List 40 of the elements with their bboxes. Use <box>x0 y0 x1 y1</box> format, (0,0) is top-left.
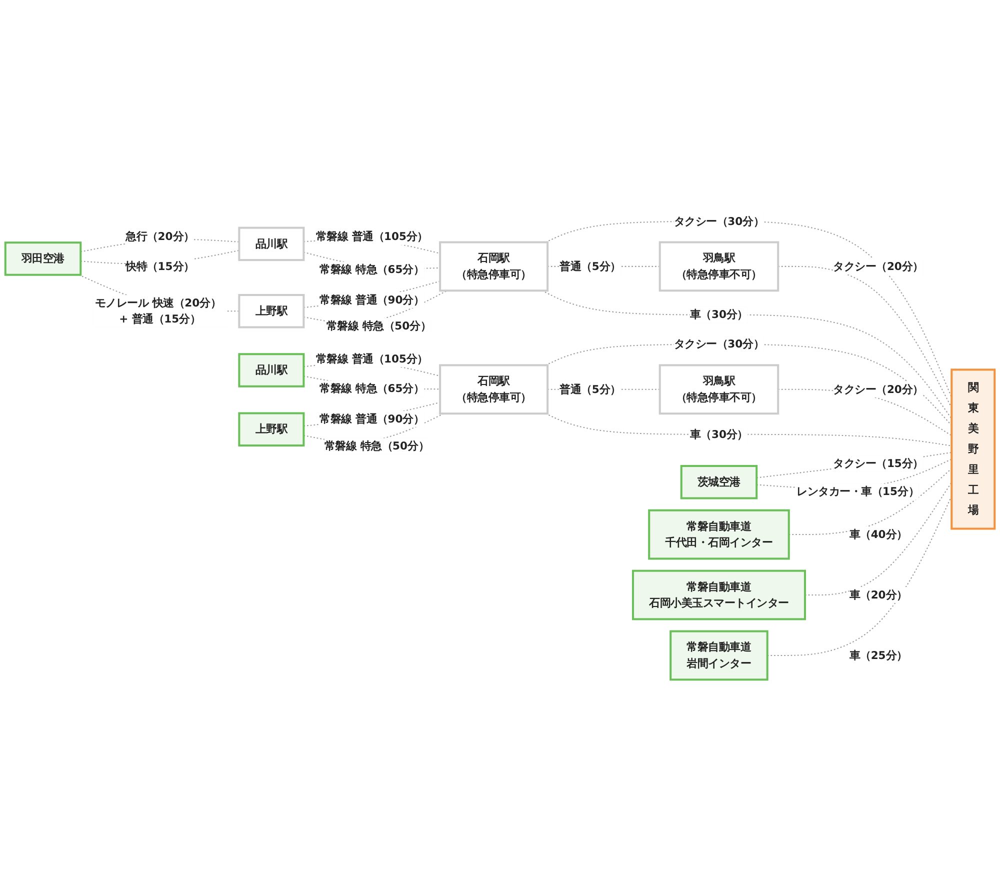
node-box: 羽鳥駅 （特急停車不可） <box>658 241 780 292</box>
connector <box>756 452 952 478</box>
node-box: 関東美野里工場 <box>950 368 996 530</box>
edge-label: タクシー（15分） <box>833 456 924 470</box>
node-box: 茨城空港 <box>680 464 758 500</box>
edge-label: 常磐線 普通（105分） <box>316 230 428 243</box>
edge-label: レンタカー・車（15分） <box>796 485 919 498</box>
node-box: 石岡駅 （特急停車可） <box>439 241 549 292</box>
node-box: 羽田空港 <box>4 242 82 276</box>
node-box: 上野駅 <box>238 294 305 328</box>
edge-label: 常磐線 特急（65分） <box>320 382 424 395</box>
edge-label: タクシー（30分） <box>674 214 764 228</box>
node-box: 品川駅 <box>238 353 305 388</box>
edge-label: 常磐線 特急（65分） <box>320 263 424 276</box>
edge-label: 普通（5分） <box>560 382 621 396</box>
edge-label: モノレール 快速（20分） + 普通（15分） <box>94 296 222 326</box>
node-box: 品川駅 <box>238 226 305 262</box>
edge-label: 常磐線 普通（90分） <box>320 293 424 306</box>
node-box: 石岡駅 （特急停車可） <box>439 364 549 415</box>
node-box: 常磐自動車道 石岡小美玉スマートインター <box>632 570 806 620</box>
edge-label: 快特（15分） <box>126 260 194 272</box>
edge-label: 常磐線 特急（50分） <box>324 439 430 452</box>
edge-label: 常磐線 特急（50分） <box>326 319 432 332</box>
connector <box>778 266 952 408</box>
edge-label: 車（20分） <box>849 588 908 602</box>
edge-label: 車（40分） <box>849 528 908 541</box>
node-box: 羽鳥駅 （特急停車不可） <box>658 364 780 415</box>
edge-label: タクシー（20分） <box>833 260 924 272</box>
node-box: 常磐自動車道 千代田・石岡インター <box>648 509 790 560</box>
edge-label: 常磐線 普通（105分） <box>316 352 428 366</box>
node-box: 常磐自動車道 岩間インター <box>670 630 768 681</box>
edge-label: 車（30分） <box>690 308 748 321</box>
edge-label: 常磐線 普通（90分） <box>320 412 424 425</box>
edge-label: タクシー（20分） <box>833 382 924 396</box>
edge-label: 普通（5分） <box>560 260 621 272</box>
edge-label: 急行（20分） <box>126 230 194 243</box>
edge-label: 車（25分） <box>849 648 908 662</box>
edge-label: 車（30分） <box>690 428 748 440</box>
edge-label: タクシー（30分） <box>674 338 764 350</box>
node-box: 上野駅 <box>238 412 305 446</box>
